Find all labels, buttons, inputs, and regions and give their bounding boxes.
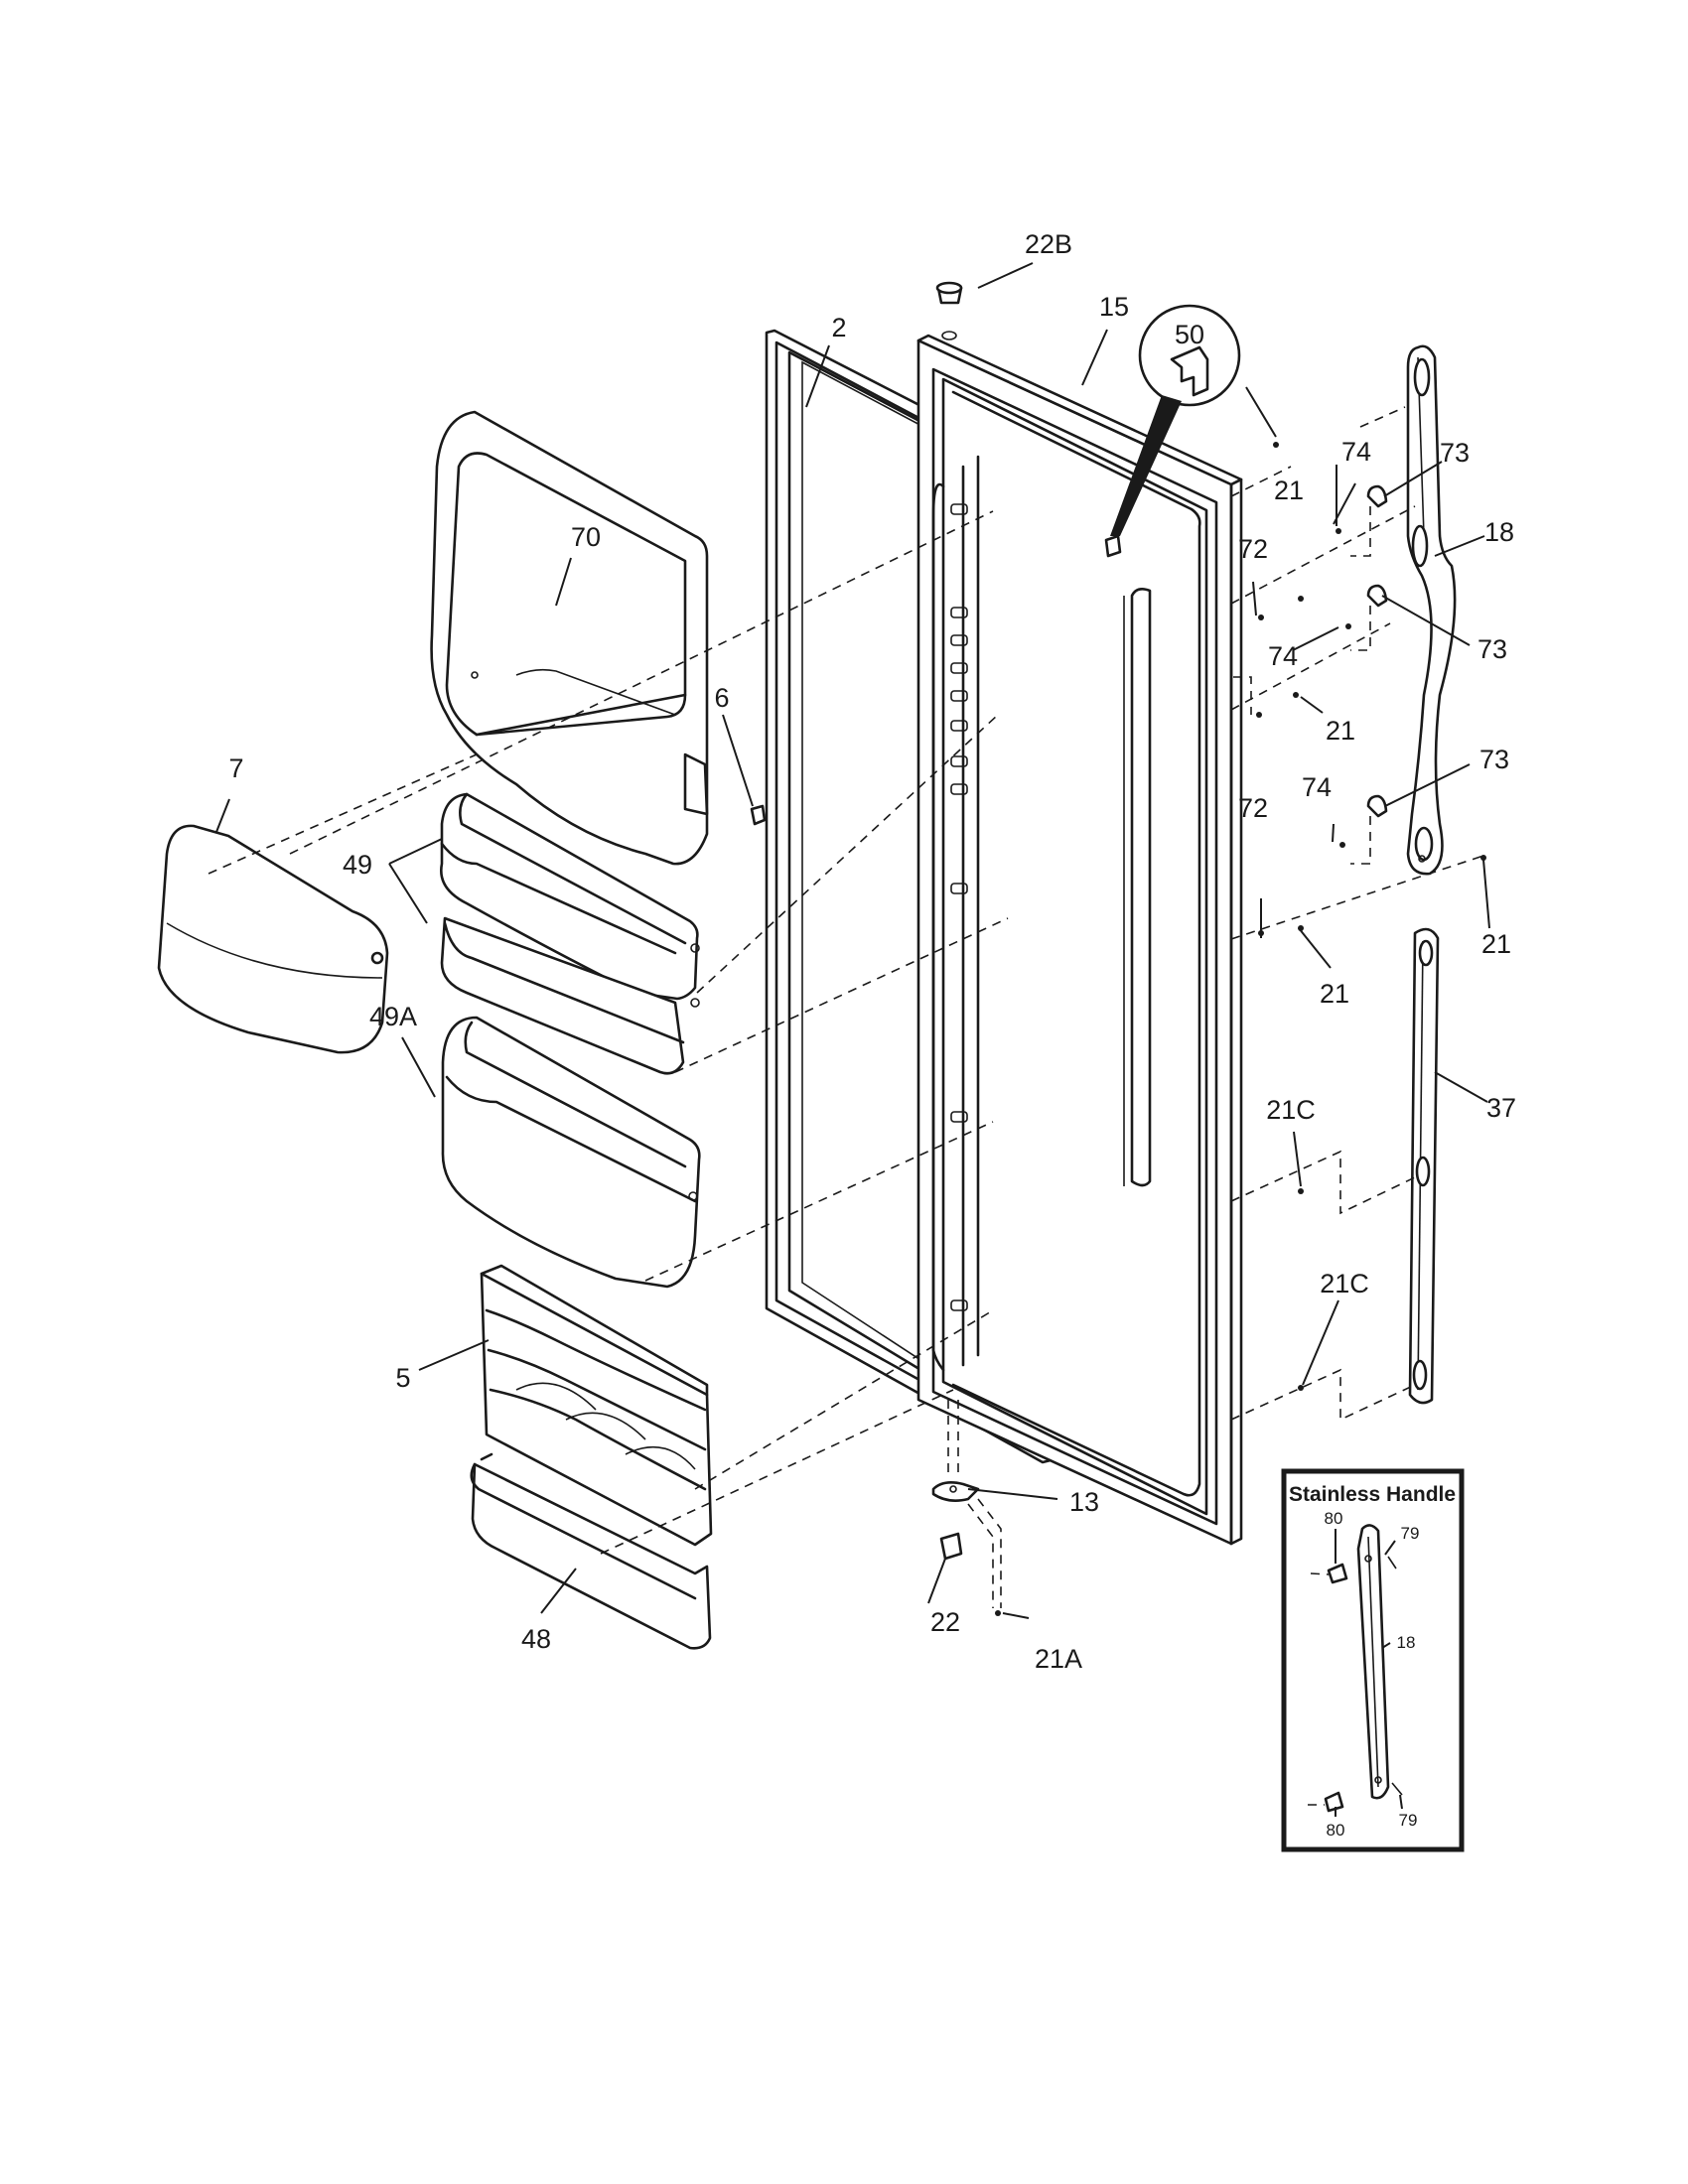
callout-21a: 21A: [1035, 1644, 1082, 1674]
hinge-cap-22b: [935, 281, 963, 305]
handle-trim-37: [1408, 927, 1440, 1405]
callout-22: 22: [930, 1607, 960, 1637]
callout-22b: 22B: [1025, 229, 1072, 259]
callout-21c-lower: 21C: [1320, 1269, 1369, 1298]
callout-18: 18: [1484, 517, 1514, 547]
callout-7: 7: [228, 753, 243, 783]
callout-73-mid: 73: [1477, 634, 1507, 664]
callout-74-top: 74: [1341, 437, 1371, 467]
callout-48: 48: [521, 1624, 551, 1654]
bin-48: [470, 1452, 712, 1650]
callout-70: 70: [571, 522, 601, 552]
callout-21-top: 21: [1274, 476, 1304, 505]
cover-7: [157, 824, 389, 1054]
screws: [1256, 442, 1486, 1391]
bins-49: [439, 792, 700, 1075]
callout-21-low: 21: [1320, 979, 1349, 1009]
callout-73-low: 73: [1479, 745, 1509, 774]
callout-21c-upper: 21C: [1266, 1095, 1316, 1125]
inset-callout-18: 18: [1397, 1633, 1416, 1652]
inset-callout-80-bottom: 80: [1327, 1821, 1345, 1840]
callout-labels: 22B 2 15 50 70 74 73 21 18 72 74 73 6 7 …: [228, 229, 1516, 1674]
stainless-handle-inset: Stainless Handle 80 79 18 80 79: [1281, 1468, 1465, 1852]
inset-callout-79-top: 79: [1401, 1524, 1420, 1543]
callout-6: 6: [714, 683, 729, 713]
callout-5: 5: [395, 1363, 410, 1393]
callout-50: 50: [1175, 320, 1204, 349]
handle-clips-73: [1366, 484, 1388, 818]
clip-50-detail: [1104, 304, 1241, 558]
assembly-lines-right: [1230, 406, 1484, 1422]
callout-37: 37: [1486, 1093, 1516, 1123]
bin-49a: [441, 1016, 701, 1289]
door-assembly: [916, 331, 1243, 1546]
inset-callout-80-top: 80: [1325, 1509, 1343, 1528]
leader-lines: [215, 262, 1490, 1619]
inset-title: Stainless Handle: [1289, 1483, 1456, 1506]
clip-6: [750, 804, 767, 826]
door-handle: [1406, 344, 1457, 876]
callout-13: 13: [1069, 1487, 1099, 1517]
callout-72-low: 72: [1238, 793, 1268, 823]
inset-callout-79-bottom: 79: [1399, 1811, 1418, 1830]
bottom-hinge: [931, 1400, 1002, 1616]
callout-49a: 49A: [369, 1002, 417, 1031]
callout-21-right: 21: [1481, 929, 1511, 959]
callout-74-mid: 74: [1268, 641, 1298, 671]
bin-70: [430, 410, 709, 866]
callout-49: 49: [343, 850, 372, 880]
callout-15: 15: [1099, 292, 1129, 322]
callout-73-top: 73: [1440, 438, 1470, 468]
callout-2: 2: [831, 313, 846, 342]
callout-72-top: 72: [1238, 534, 1268, 564]
callout-21-mid: 21: [1326, 716, 1355, 746]
callout-74-low: 74: [1302, 772, 1332, 802]
assembly-lines-left: [208, 510, 1009, 1555]
rack-5: [480, 1264, 713, 1547]
